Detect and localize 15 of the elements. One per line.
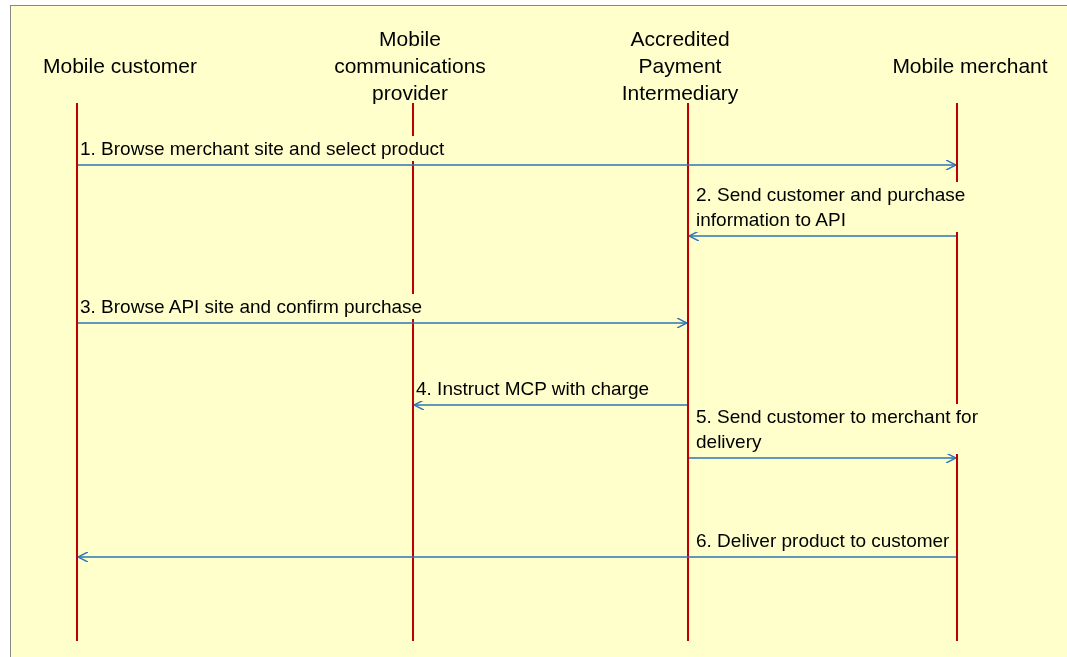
lifeline (412, 103, 414, 641)
edge-label: 3. Browse API site and confirm purchase (80, 294, 423, 319)
message-arrow (413, 399, 688, 411)
lifeline (76, 103, 78, 641)
message-arrow (688, 452, 957, 464)
message-arrow (77, 551, 957, 563)
lifeline-heading: Mobile customer (41, 53, 199, 79)
lifeline-heading: Mobile merchant (891, 53, 1049, 79)
message-arrow (688, 230, 957, 242)
message-arrow (77, 317, 688, 329)
edge-label: 1. Browse merchant site and select product (80, 136, 445, 161)
lifeline-heading: Accredited Payment Intermediary (620, 26, 740, 106)
lifeline (687, 103, 689, 641)
lifeline-heading: Mobile communications provider (333, 26, 487, 106)
message-arrow (77, 159, 957, 171)
